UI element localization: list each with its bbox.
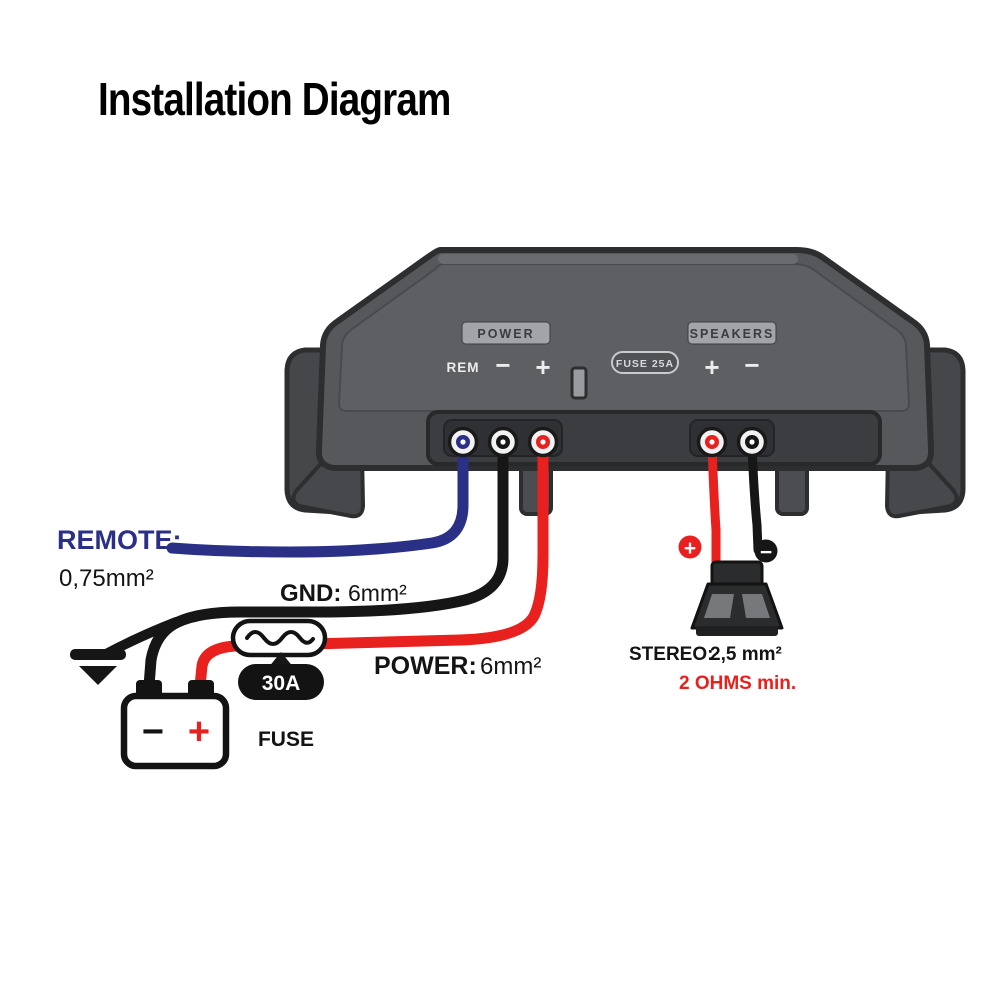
wires bbox=[101, 440, 763, 692]
stereo-wire-title: STEREO: bbox=[629, 644, 713, 665]
battery-minus-symbol: − bbox=[142, 711, 164, 753]
speaker-impedance-note: 2 OHMS min. bbox=[679, 673, 796, 694]
stereo-wire-gauge: 2,5 mm² bbox=[710, 644, 782, 665]
amp-face-panel bbox=[337, 263, 911, 412]
speaker: + − bbox=[678, 535, 784, 636]
remote-wire-gauge: 0,75mm² bbox=[59, 565, 154, 592]
amp-top-band bbox=[438, 254, 798, 264]
power-section-label: POWER bbox=[477, 327, 534, 341]
gnd-terminal-symbol: − bbox=[495, 350, 510, 380]
battery-plus-symbol: + bbox=[188, 711, 210, 753]
power-wire-gauge: 6mm² bbox=[480, 653, 541, 680]
speaker-cone-window-left bbox=[704, 594, 734, 618]
remote-terminal bbox=[447, 426, 479, 458]
fuse-caption: FUSE bbox=[258, 728, 314, 751]
rem-terminal-label: REM bbox=[447, 360, 480, 375]
gnd-terminal bbox=[487, 426, 519, 458]
speakers-minus-symbol: − bbox=[744, 350, 759, 380]
remote-wire bbox=[166, 440, 469, 558]
inline-fuse: 30A FUSE bbox=[230, 618, 328, 751]
fuse-element-wave bbox=[245, 630, 315, 646]
ground-symbol bbox=[70, 649, 126, 685]
fuse-rating-label: 30A bbox=[262, 672, 301, 695]
speakers-section-label: SPEAKERS bbox=[690, 327, 775, 341]
speaker-plus-badge: + bbox=[678, 535, 702, 560]
power-indicator-slot bbox=[570, 366, 588, 400]
speaker-positive-wire bbox=[707, 441, 721, 575]
speaker-minus-badge-label: − bbox=[760, 541, 772, 564]
speaker-minus-badge: − bbox=[754, 539, 778, 564]
speaker-top bbox=[710, 560, 764, 588]
power-wire bbox=[194, 440, 549, 692]
battery: − + bbox=[120, 680, 230, 770]
speaker-negative-wire bbox=[747, 441, 763, 555]
remote-wire-title: REMOTE: bbox=[57, 525, 182, 555]
gnd-wire-gauge: 6mm² bbox=[348, 580, 407, 606]
speakers-plus-symbol: + bbox=[704, 352, 719, 382]
power-wire-title: POWER: bbox=[374, 652, 477, 680]
speaker-base bbox=[696, 626, 778, 636]
speaker-cone-body bbox=[690, 582, 784, 630]
power-section-badge bbox=[461, 321, 551, 345]
power-terminal bbox=[527, 426, 559, 458]
speaker-positive-terminal bbox=[696, 426, 728, 458]
speaker-plus-badge-label: + bbox=[684, 537, 696, 560]
fuse-badge-label: FUSE 25A bbox=[616, 358, 674, 370]
amp-right-foot bbox=[775, 462, 809, 516]
page-title: Installation Diagram bbox=[98, 73, 451, 125]
speaker-cone-window-right bbox=[742, 594, 770, 618]
gnd-wire-title: GND: bbox=[280, 580, 341, 607]
fuse-rating-pill bbox=[238, 664, 324, 700]
fuse-badge bbox=[611, 351, 679, 374]
pwr-terminal-symbol: + bbox=[535, 352, 550, 382]
amplifier: POWER REM − + FUSE 25A SPEAKERS + − bbox=[284, 247, 966, 519]
battery-body bbox=[120, 692, 230, 770]
speaker-negative-terminal bbox=[736, 426, 768, 458]
speakers-section-badge bbox=[687, 321, 777, 345]
terminals bbox=[447, 426, 768, 458]
wire-labels: REMOTE: 0,75mm² GND: 6mm² POWER: 6mm² ST… bbox=[57, 525, 796, 694]
